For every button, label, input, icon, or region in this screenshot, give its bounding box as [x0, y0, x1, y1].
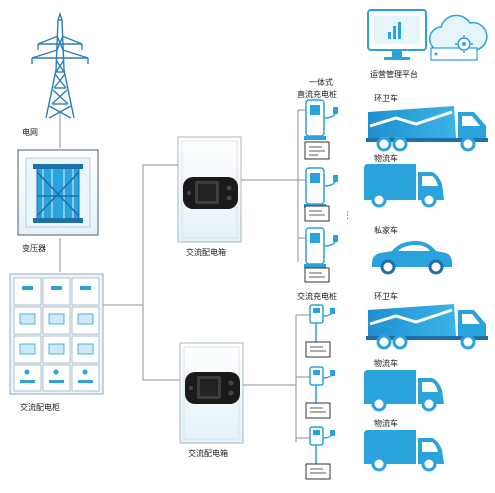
- ac-charger-icon: [305, 366, 335, 419]
- sanitation-truck-icon: [366, 106, 488, 152]
- ac-charger-icon: [305, 304, 335, 358]
- ac-charger-icon: [305, 426, 335, 480]
- sanitation-truck-bottom-label: 环卫车: [374, 291, 398, 301]
- ac-box-bottom: [179, 342, 244, 444]
- car-icon: [372, 241, 452, 275]
- cabinet-to-bottom-box-line: [142, 305, 182, 381]
- sanitation-truck-top-label: 环卫车: [374, 93, 398, 103]
- ac-box-top: [177, 136, 242, 243]
- handheld-device-icon: [183, 177, 238, 209]
- cabinet-to-top-box-line: [103, 164, 180, 306]
- cloud-gear-icon: [429, 14, 488, 61]
- delivery-van-icon: [364, 164, 444, 208]
- ac-cabinet-label: 交流配电柜: [20, 402, 60, 412]
- ac-box-bottom-label: 交流配电箱: [188, 448, 228, 458]
- dc-charger-icon: [304, 99, 338, 160]
- logistics-van-bottom-1-label: 物流车: [374, 358, 398, 368]
- integrated-dc-charger-label-1: 一体式: [309, 77, 333, 87]
- dc-charger-icon: [304, 227, 338, 283]
- monitor-chart-icon: [367, 9, 427, 60]
- ellipsis: ⋮: [343, 211, 352, 221]
- private-car-label: 私家车: [374, 225, 398, 235]
- ac-charger-label: 交流充电桩: [297, 291, 337, 301]
- operations-platform-label: 运营管理平台: [370, 69, 418, 79]
- grid-label: 电网: [22, 127, 38, 137]
- transformer-label: 变压器: [22, 243, 46, 253]
- logistics-van-bottom-2-label: 物流车: [374, 418, 398, 428]
- handheld-device-icon: [185, 372, 240, 404]
- dc-charger-icon: [304, 167, 338, 222]
- transformer-icon: [17, 149, 99, 236]
- sanitation-truck-icon: [366, 304, 488, 350]
- delivery-van-icon: [364, 430, 444, 472]
- power-tower-icon: [31, 11, 89, 119]
- logistics-van-top-label: 物流车: [374, 153, 398, 163]
- connection-lines: [59, 109, 310, 442]
- delivery-van-icon: [364, 370, 444, 412]
- ac-box-top-label: 交流配电箱: [186, 247, 226, 257]
- switchgear-cabinet-icon: [9, 273, 104, 395]
- integrated-dc-charger-label-2: 直流充电桩: [297, 89, 337, 99]
